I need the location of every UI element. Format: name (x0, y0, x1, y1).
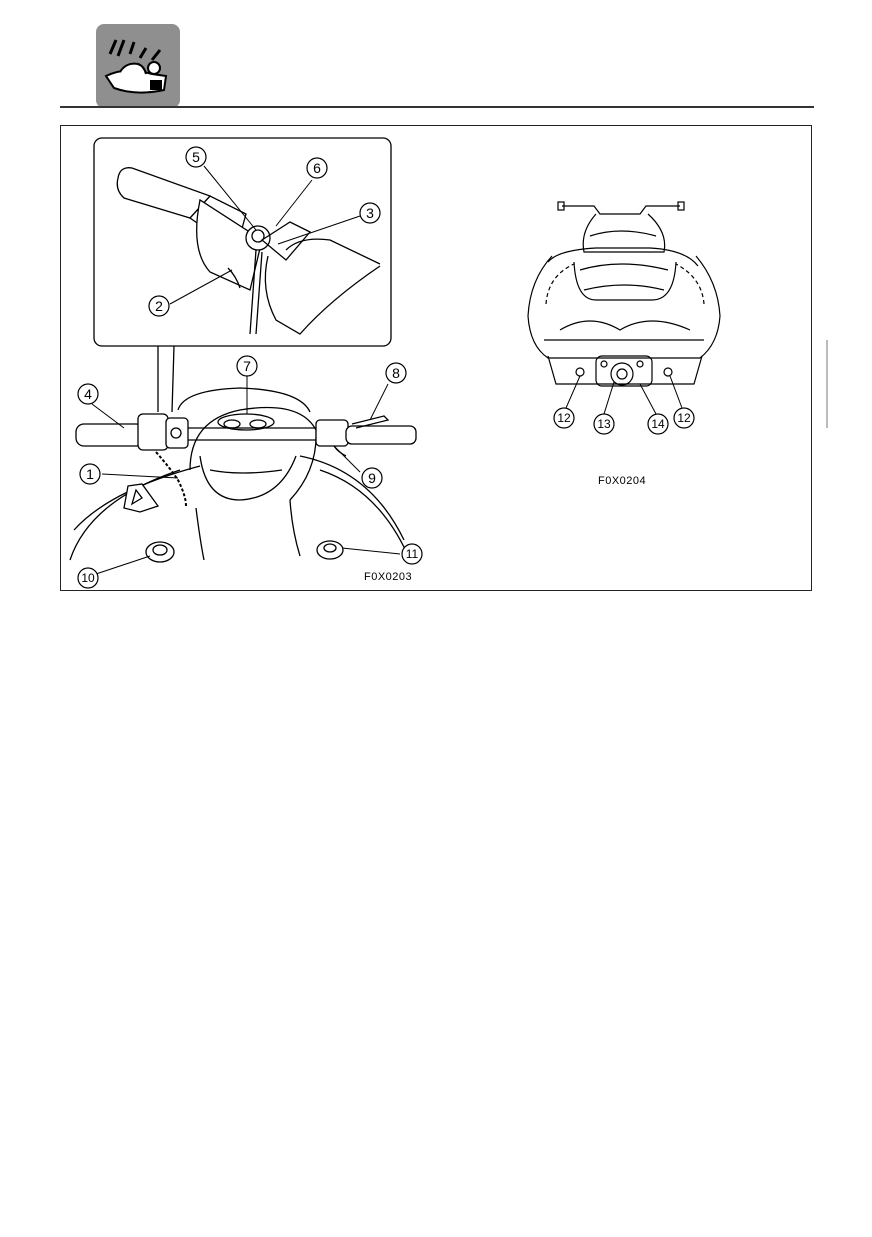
callout-6 (306, 157, 328, 179)
callout-12-left (553, 407, 575, 429)
zoom-inset-box (93, 137, 392, 347)
left-callouts (77, 146, 423, 589)
page-edge-mark (826, 340, 828, 428)
figure-frame (60, 125, 812, 591)
left-callout-leaders (91, 165, 401, 575)
rear-view-figure (527, 201, 721, 387)
callout-12-right (673, 407, 695, 429)
callout-5 (185, 146, 207, 168)
callout-label-12-left: 12 (557, 411, 571, 425)
callout-2 (148, 295, 170, 317)
header-rule (60, 106, 814, 108)
callout-label-2: 2 (155, 298, 163, 314)
callout-10 (77, 567, 99, 589)
figure-code-left: F0X0203 (364, 571, 412, 583)
callout-label-6: 6 (313, 160, 321, 176)
callout-13 (593, 413, 615, 435)
callout-11 (401, 543, 423, 565)
handlebar-figure (69, 137, 417, 563)
callout-label-9: 9 (368, 470, 376, 486)
callout-label-10: 10 (81, 571, 95, 585)
callout-label-11: 11 (406, 547, 419, 561)
figure-code-right: F0X0204 (598, 475, 646, 487)
right-callout-leaders (565, 375, 683, 415)
callout-label-12-right: 12 (677, 411, 691, 425)
callout-label-7: 7 (243, 358, 251, 374)
right-callouts (553, 407, 695, 435)
callout-label-8: 8 (392, 365, 400, 381)
callout-label-1: 1 (86, 466, 94, 482)
jet-ski-rider-icon (96, 24, 180, 108)
callout-14 (647, 413, 669, 435)
callout-label-4: 4 (84, 386, 92, 402)
callout-3 (359, 202, 381, 224)
callout-label-14: 14 (651, 417, 665, 431)
callout-7 (236, 355, 258, 377)
callout-label-3: 3 (366, 205, 374, 221)
callout-8 (385, 362, 407, 384)
callout-label-13: 13 (597, 417, 611, 431)
callout-label-5: 5 (192, 149, 200, 165)
callout-1 (79, 463, 101, 485)
callout-9 (361, 467, 383, 489)
callout-4 (77, 383, 99, 405)
